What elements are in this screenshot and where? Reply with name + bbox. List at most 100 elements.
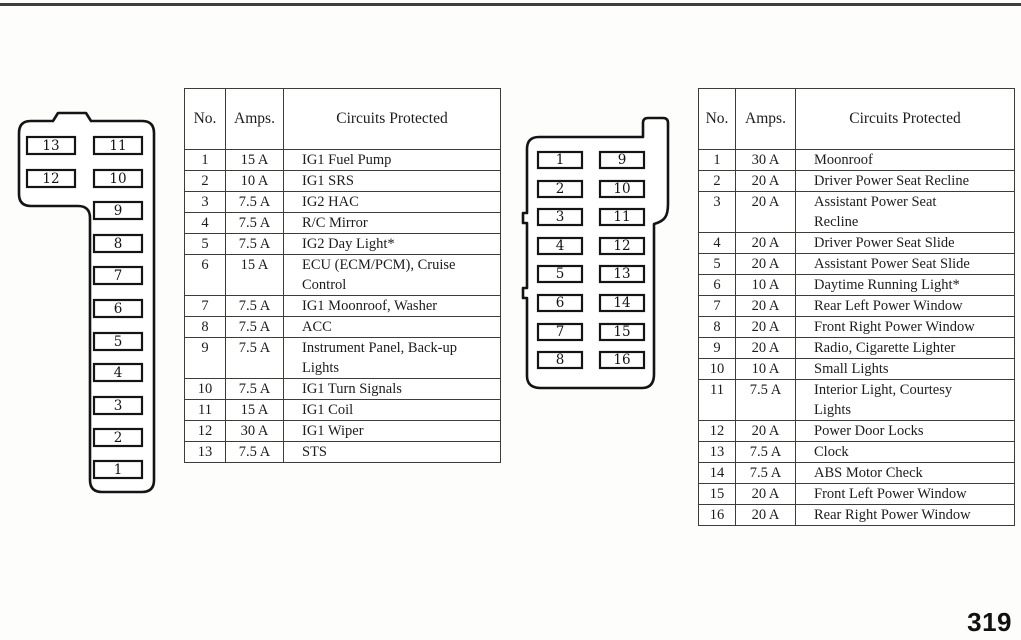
fuse-amps-cell: 10 A: [735, 274, 796, 296]
fuse-number-label: 12: [613, 238, 630, 254]
fuse-rect: [598, 207, 646, 227]
fuse-slot-1: 1: [92, 459, 144, 480]
fuse-circuit-cell: IG1 Fuel Pump: [283, 149, 501, 171]
fuse-rect: [92, 298, 144, 319]
fuse-slot-12: 12: [25, 168, 77, 189]
fuse-rect: [598, 179, 646, 199]
fuse-number-label: 14: [613, 295, 630, 311]
fuse-no-cell: 2: [698, 170, 736, 192]
fuse-no-cell: 9: [184, 337, 226, 379]
fuse-circuit-cell: Clock: [795, 441, 1015, 463]
fuse-circuit-cell: IG1 Coil: [283, 399, 501, 421]
fuse-circuit-cell: Front Left Power Window: [795, 483, 1015, 505]
fuse-circuit-cell: Moonroof: [795, 149, 1015, 171]
fuse-slot-8: 8: [536, 350, 584, 370]
fuse-slot-11: 11: [92, 135, 144, 156]
fuse-circuit-cell: Interior Light, Courtesy Lights: [795, 379, 1015, 421]
fuse-number-label: 11: [613, 209, 630, 225]
page-number: 319: [967, 607, 1012, 637]
fuse-slot-4: 4: [92, 362, 144, 383]
fuse-amps-cell: 30 A: [225, 420, 284, 442]
fuse-no-cell: 1: [184, 149, 226, 171]
fuse-slot-15: 15: [598, 322, 646, 342]
fuse-slot-16: 16: [598, 350, 646, 370]
fuse-circuit-cell: ECU (ECM/PCM), Cruise Control: [283, 254, 501, 296]
fuse-amps-cell: 7.5 A: [225, 441, 284, 463]
fuse-slot-6: 6: [92, 298, 144, 319]
fuse-number-label: 3: [114, 398, 123, 414]
fuse-amps-cell: 20 A: [735, 483, 796, 505]
fuse-rect: [536, 236, 584, 256]
fuse-amps-cell: 15 A: [225, 149, 284, 171]
fuse-amps-cell: 7.5 A: [735, 441, 796, 463]
fuse-circuit-cell: Driver Power Seat Slide: [795, 232, 1015, 254]
fuse-slot-3: 3: [92, 395, 144, 416]
fuse-circuit-cell: STS: [283, 441, 501, 463]
fuse-slot-5: 5: [536, 264, 584, 284]
fuse-no-cell: 11: [184, 399, 226, 421]
fuse-number-label: 13: [42, 138, 59, 154]
fuse-number-label: 16: [613, 352, 630, 368]
fuse-circuit-cell: Driver Power Seat Recline: [795, 170, 1015, 192]
fuse-amps-cell: 30 A: [735, 149, 796, 171]
fuse-number-label: 7: [556, 324, 565, 340]
fuse-no-cell: 11: [698, 379, 736, 421]
fuse-circuit-cell: Rear Left Power Window: [795, 295, 1015, 317]
fuse-number-label: 7: [114, 268, 123, 284]
fuse-no-cell: 4: [698, 232, 736, 254]
fuse-rect: [598, 350, 646, 370]
fuse-no-cell: 7: [184, 295, 226, 317]
fuse-rect: [25, 168, 77, 189]
fuse-no-cell: 2: [184, 170, 226, 192]
fuse-no-cell: 12: [698, 420, 736, 442]
fuse-number-label: 8: [114, 236, 123, 252]
fuse-circuit-cell: Assistant Power Seat Slide: [795, 253, 1015, 275]
fuse-circuit-cell: IG2 Day Light*: [283, 233, 501, 255]
fuse-rect: [536, 207, 584, 227]
fuse-number-label: 6: [556, 295, 565, 311]
fuse-rect: [92, 459, 144, 480]
fuse-rect: [92, 395, 144, 416]
fuse-number-label: 1: [114, 462, 123, 478]
fuse-no-cell: 15: [698, 483, 736, 505]
fuse-no-cell: 1: [698, 149, 736, 171]
fuse-rect: [536, 350, 584, 370]
fuse-no-cell: 10: [698, 358, 736, 380]
fuse-amps-cell: 20 A: [735, 337, 796, 359]
fuse-amps-cell: 7.5 A: [225, 191, 284, 213]
fuse-no-cell: 3: [184, 191, 226, 213]
fuse-rect: [92, 200, 144, 221]
fuse-slot-12: 12: [598, 236, 646, 256]
fuse-number-label: 10: [613, 181, 630, 197]
fuse-circuit-cell: Instrument Panel, Back-up Lights: [283, 337, 501, 379]
fuse-slot-7: 7: [92, 265, 144, 286]
fuse-rect: [598, 293, 646, 313]
fuse-slot-6: 6: [536, 293, 584, 313]
fuse-no-cell: 13: [698, 441, 736, 463]
fuse-rect: [536, 293, 584, 313]
fuse-circuit-cell: IG1 Wiper: [283, 420, 501, 442]
fuse-number-label: 1: [556, 152, 565, 168]
fuse-circuit-cell: Front Right Power Window: [795, 316, 1015, 338]
fuse-amps-cell: 7.5 A: [735, 462, 796, 484]
fuse-amps-cell: 20 A: [735, 504, 796, 526]
fuse-amps-cell: 7.5 A: [225, 295, 284, 317]
fuse-amps-cell: 7.5 A: [225, 337, 284, 379]
fuse-slot-13: 13: [25, 135, 77, 156]
